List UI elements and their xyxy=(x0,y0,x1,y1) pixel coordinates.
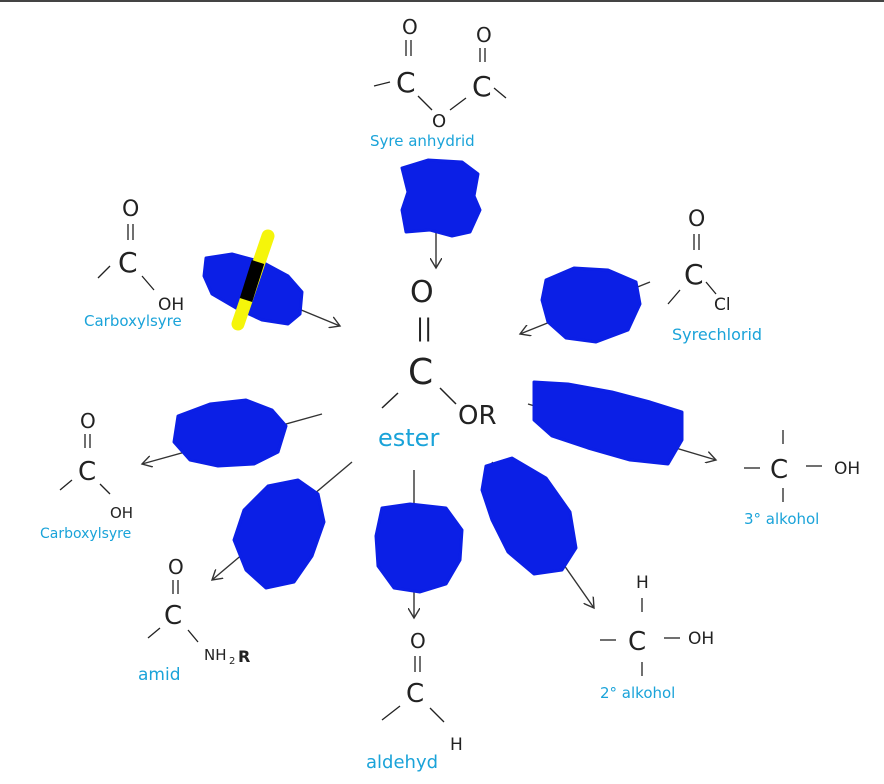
anhydride-o-bridge: O xyxy=(432,111,446,132)
carboxylic-bottom-oh: OH xyxy=(110,504,133,522)
highlight-mark xyxy=(231,229,275,331)
carboxylic-bottom-c: C xyxy=(78,457,96,487)
tertiary-alcohol-label: 3° alkohol xyxy=(744,510,819,528)
anhydride-o1: O xyxy=(402,15,418,39)
carboxylic-top-o: O xyxy=(122,197,139,222)
carboxylic-top-label: Carboxylsyre xyxy=(84,312,182,330)
tertiary-alcohol-structure: C OH 3° alkohol xyxy=(744,430,860,528)
ester-left-bond xyxy=(381,392,399,409)
tertiary-alcohol-c: C xyxy=(770,455,788,485)
amide-o: O xyxy=(168,555,184,579)
ester-right-bond xyxy=(439,387,457,405)
ester-center: O || C OR ester xyxy=(378,275,497,452)
scribble-blobs xyxy=(172,158,684,594)
ester-double-bond: || xyxy=(416,314,432,342)
secondary-alcohol-c: C xyxy=(628,627,646,657)
scribble-bottom xyxy=(374,502,464,594)
carboxylic-top-c: C xyxy=(118,246,138,279)
amide-structure: O C NH 2 R amid xyxy=(138,555,250,685)
amide-nh: NH xyxy=(204,646,227,664)
aldehyde-h: H xyxy=(450,735,463,755)
acid-chloride-o: O xyxy=(688,207,705,232)
top-border xyxy=(0,0,884,2)
aldehyde-c: C xyxy=(406,679,424,709)
scribble-left-mid xyxy=(172,398,288,468)
anhydride-structure: O O C C O Syre anhydrid xyxy=(370,15,507,150)
tertiary-alcohol-oh: OH xyxy=(834,459,860,479)
amide-subscript: 2 xyxy=(229,656,235,667)
carboxylic-bottom-label: Carboxylsyre xyxy=(40,526,131,542)
secondary-alcohol-structure: H C OH 2° alkohol xyxy=(600,573,714,702)
anhydride-c2: C xyxy=(472,70,492,103)
aldehyde-label: aldehyd xyxy=(366,752,438,773)
acid-chloride-label: Syrechlorid xyxy=(672,325,762,344)
secondary-alcohol-label: 2° alkohol xyxy=(600,684,675,702)
carboxylic-acid-bottom-structure: O C OH Carboxylsyre xyxy=(40,409,133,542)
carboxylic-bottom-o: O xyxy=(80,409,96,433)
anhydride-c1: C xyxy=(396,66,416,99)
ester-oxygen: O xyxy=(410,275,434,310)
scribble-top xyxy=(400,158,482,238)
carboxylic-acid-top-structure: O C OH Carboxylsyre xyxy=(84,197,184,330)
amide-label: amid xyxy=(138,665,181,685)
scribble-right-bottom xyxy=(480,456,578,576)
carboxylic-top-oh: OH xyxy=(158,295,184,315)
ester-carbon: C xyxy=(408,352,433,393)
acid-chloride-c: C xyxy=(684,258,704,291)
acid-chloride-cl: Cl xyxy=(714,295,731,315)
acid-chloride-structure: O C Cl Syrechlorid xyxy=(667,207,762,344)
scribble-right-mid xyxy=(532,380,684,466)
anhydride-o2: O xyxy=(476,23,492,47)
aldehyde-o: O xyxy=(410,629,426,653)
anhydride-label: Syre anhydrid xyxy=(370,132,475,150)
ester-or: OR xyxy=(458,401,497,431)
scribble-left-bottom xyxy=(232,478,326,590)
scribble-right-top xyxy=(540,266,642,344)
amide-c: C xyxy=(164,601,182,631)
secondary-alcohol-oh: OH xyxy=(688,629,714,649)
aldehyde-structure: O C H aldehyd xyxy=(366,629,463,773)
ester-label: ester xyxy=(378,424,439,452)
secondary-alcohol-h: H xyxy=(636,573,649,593)
amide-r: R xyxy=(238,647,250,666)
